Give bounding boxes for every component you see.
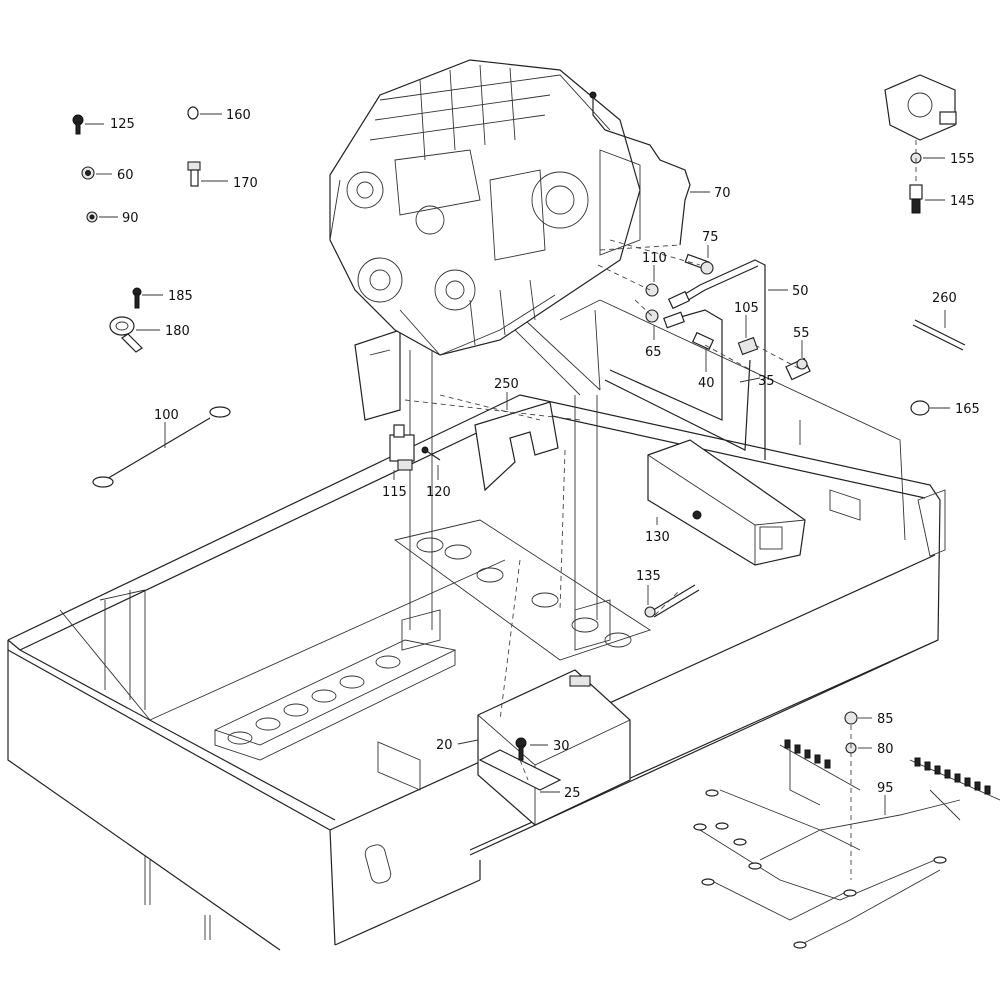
clamp-180-part <box>109 316 143 353</box>
callout-labels: 125 160 60 170 90 185 180 100 250 115 12… <box>110 108 980 801</box>
callout-60: 60 <box>117 168 134 183</box>
screw-185-part <box>132 287 142 309</box>
callout-165: 165 <box>955 402 980 417</box>
wiring-harness-95-part <box>693 739 1000 949</box>
callout-30: 30 <box>553 739 570 754</box>
callout-80: 80 <box>877 742 894 757</box>
battery-box-130-part <box>647 439 806 566</box>
callout-75: 75 <box>702 230 719 245</box>
callout-250: 250 <box>494 377 519 392</box>
fitting-105-part <box>737 336 759 356</box>
callout-180: 180 <box>165 324 190 339</box>
callout-185: 185 <box>168 289 193 304</box>
callout-135: 135 <box>636 569 661 584</box>
callout-65: 65 <box>645 345 662 360</box>
bolt-125-part <box>72 114 84 135</box>
callout-130: 130 <box>645 530 670 545</box>
callout-50: 50 <box>792 284 809 299</box>
hose-35 <box>604 309 751 451</box>
callout-100: 100 <box>154 408 179 423</box>
hose-50 <box>667 259 766 460</box>
battery-20-part <box>477 669 631 826</box>
callout-145: 145 <box>950 194 975 209</box>
callout-90: 90 <box>122 211 139 226</box>
callout-55: 55 <box>793 326 810 341</box>
callout-160: 160 <box>226 108 251 123</box>
cable-100-part <box>92 406 231 488</box>
bolt-170-part <box>187 161 201 187</box>
tube-70 <box>589 91 691 246</box>
o-ring-160-part <box>187 106 199 120</box>
callout-125: 125 <box>110 117 135 132</box>
callout-120: 120 <box>426 485 451 500</box>
sensor-145-part <box>909 184 923 214</box>
fitting-40-part <box>691 331 715 351</box>
callout-20: 20 <box>436 738 453 753</box>
bolt-135-part <box>644 584 700 618</box>
ring-165-part <box>910 400 930 416</box>
callout-105: 105 <box>734 301 759 316</box>
engine-assembly <box>329 59 641 356</box>
base-frame <box>7 299 946 951</box>
plate-250-part <box>474 401 559 492</box>
alignment-lines <box>404 140 917 880</box>
screw-120-part <box>421 446 441 461</box>
callout-110: 110 <box>642 251 667 266</box>
callout-25: 25 <box>564 786 581 801</box>
callout-40: 40 <box>698 376 715 391</box>
bolt-30-part <box>515 737 527 761</box>
fitting-110-part <box>645 283 659 297</box>
fitting-55-part <box>785 357 811 381</box>
callout-115: 115 <box>382 485 407 500</box>
bolt-75-part <box>684 253 714 275</box>
callout-95: 95 <box>877 781 894 796</box>
bolt-85-part <box>844 711 858 725</box>
callout-155: 155 <box>950 152 975 167</box>
hardware-parts <box>72 74 1000 949</box>
engine-mount-posts <box>354 319 611 651</box>
callout-70: 70 <box>714 186 731 201</box>
housing-155-part <box>884 74 957 141</box>
relay-115-part <box>389 424 415 471</box>
callout-170: 170 <box>233 176 258 191</box>
callout-260: 260 <box>932 291 957 306</box>
callout-35: 35 <box>758 374 775 389</box>
rod-260-part <box>914 319 966 346</box>
callout-leaders <box>85 113 950 815</box>
callout-85: 85 <box>877 712 894 727</box>
fitting-65-part <box>645 309 659 323</box>
